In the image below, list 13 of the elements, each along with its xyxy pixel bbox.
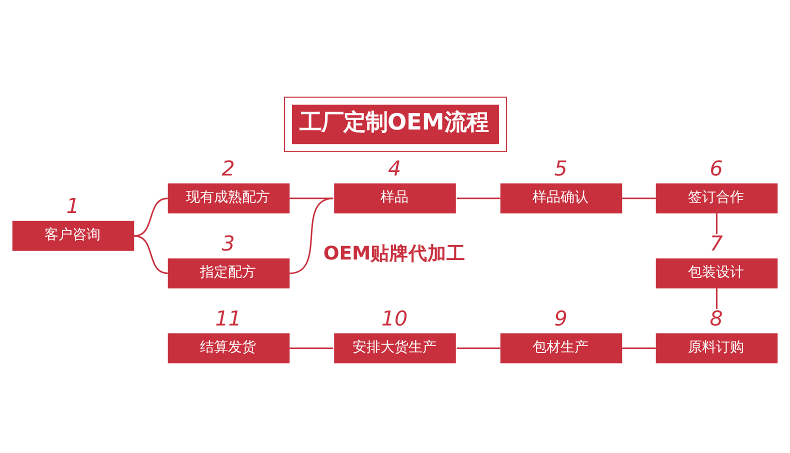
diagram-title: 工厂定制OEM流程	[299, 109, 488, 136]
node-label: 6	[710, 156, 723, 181]
node-label: 4	[388, 156, 402, 181]
node-label: 5	[554, 156, 568, 181]
node-label: 7	[710, 231, 723, 256]
node-label: 10	[381, 306, 408, 330]
node-label: 3	[222, 231, 235, 256]
node-label: 8	[710, 306, 723, 330]
node-label: 1	[66, 194, 80, 218]
node-label: 9	[554, 306, 568, 330]
node-label: 2	[222, 156, 235, 181]
node-label: 11	[215, 306, 242, 330]
label: OEM贴牌代加工	[323, 243, 466, 264]
